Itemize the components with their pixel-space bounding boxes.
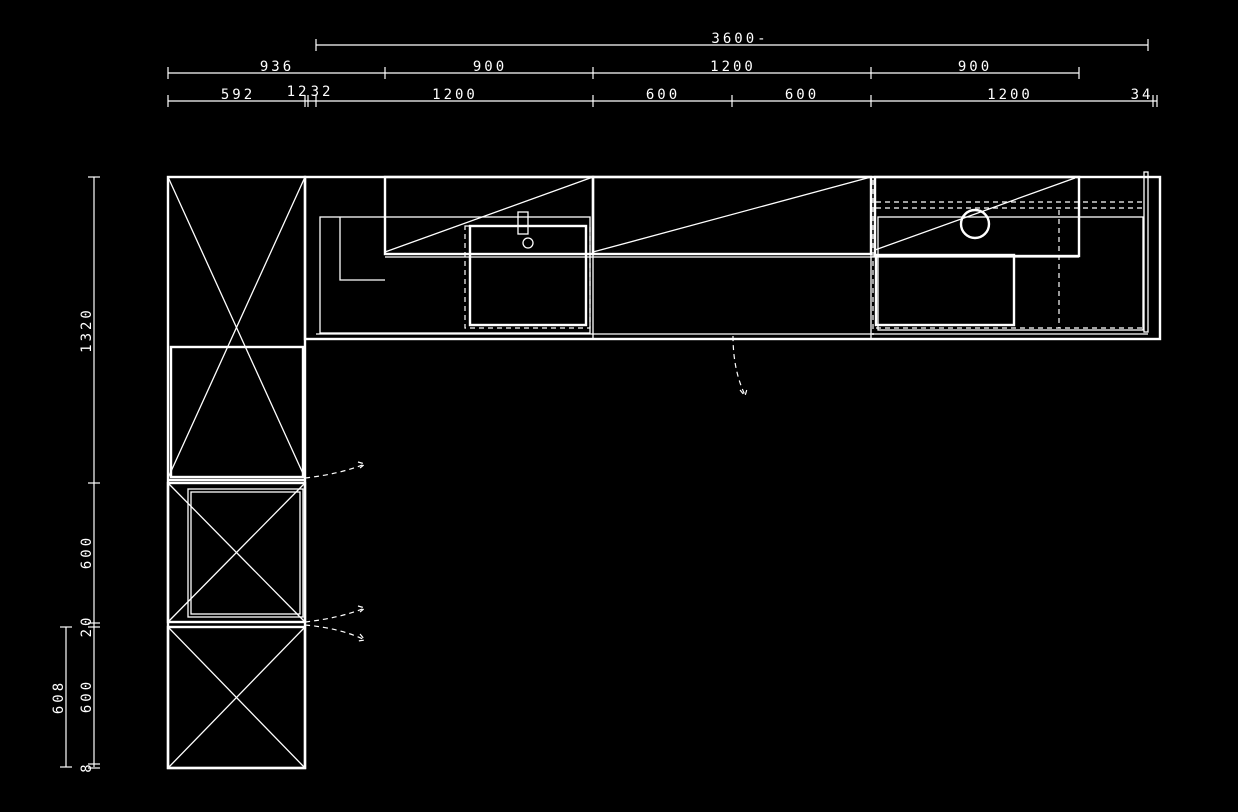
dim-label: 600 [79,535,95,569]
dim-label: 900 [958,59,992,75]
top-dimension-chain: 3600- 936 900 1200 900 592 12 32 1200 60… [167,31,1158,107]
dim-label: 1200 [710,59,756,75]
dim-label: 900 [473,59,507,75]
dim-label: 600 [646,87,680,103]
dim-label: 1320 [79,307,95,353]
top-cabinet-run [303,171,1162,398]
dim-label: 1200 [432,87,478,103]
left-cabinet-run [166,175,367,770]
dim-label: 592 [221,87,255,103]
left-dimension-chain: 1320 600 20 600 8 608 [51,176,100,773]
dim-label: 600 [785,87,819,103]
dim-label: 608 [51,680,67,714]
dim-label: 20 [79,615,95,638]
dim-overall: 3600- [711,31,768,47]
dim-label: 600 [79,679,95,713]
drain-icon [522,237,534,249]
faucet-icon [517,211,529,235]
dim-label: 936 [260,59,294,75]
dim-label: 34 [1131,87,1154,103]
dim-label: 8 [79,761,95,772]
hob-burner-icon [959,208,991,240]
dim-label: 32 [311,84,334,100]
dim-label: 12 [287,84,310,100]
dim-label: 1200 [987,87,1033,103]
